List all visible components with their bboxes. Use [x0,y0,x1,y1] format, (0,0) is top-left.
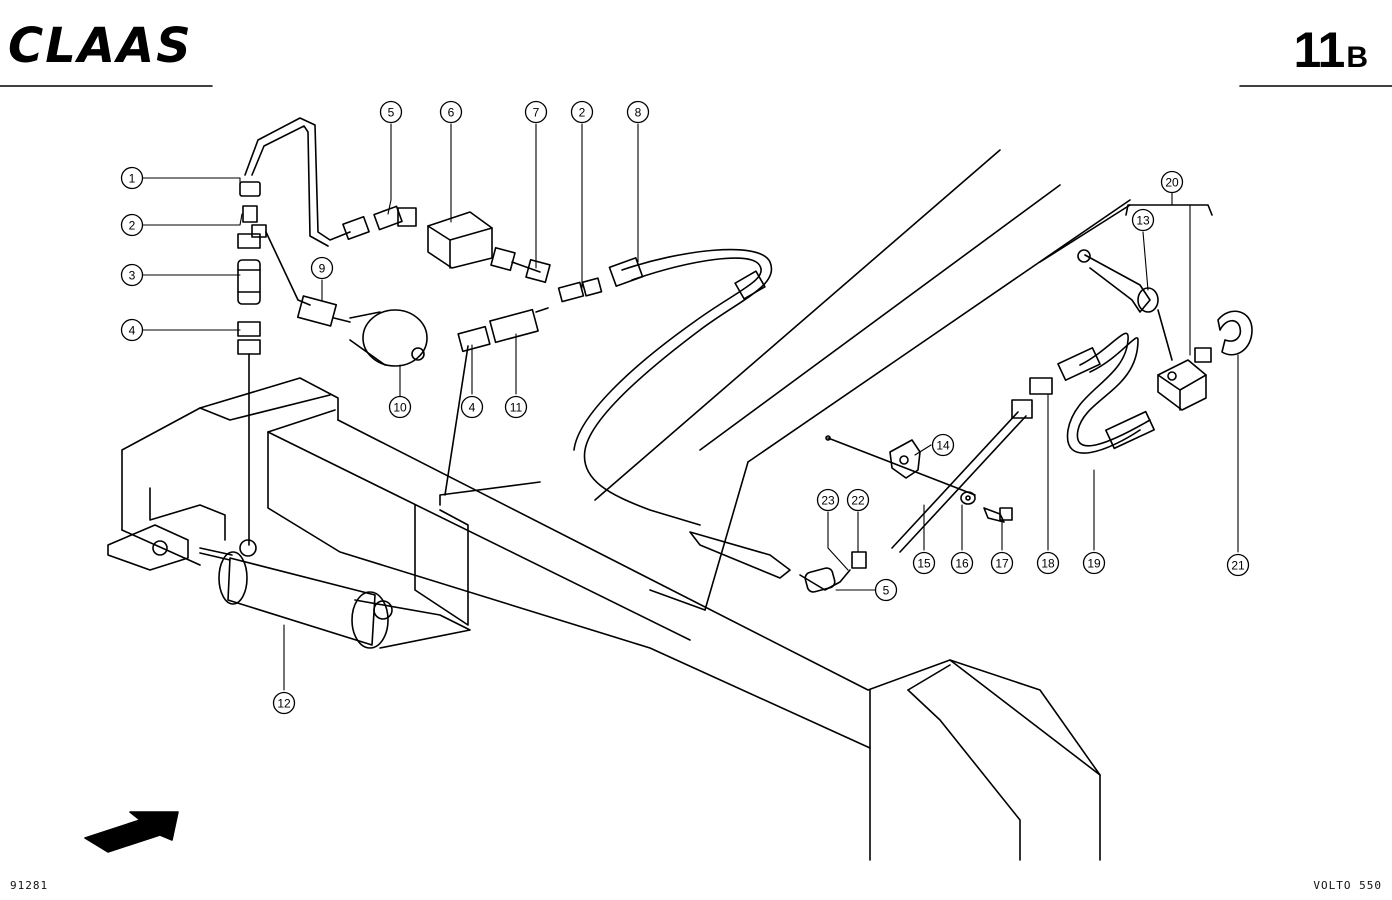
callout-label: 7 [533,106,540,120]
callout-13: 13 [1131,208,1155,232]
hydraulic-cylinder-12 [107,487,471,649]
callout-label: 14 [936,439,950,453]
callout-20: 20 [1160,170,1184,194]
pipe-assembly-left [237,117,351,546]
callout-14: 14 [931,433,955,457]
callout-label: 1 [129,172,136,186]
callout-1: 1 [120,166,144,190]
callout-label: 16 [955,557,969,571]
callout-label: 4 [469,401,476,415]
callout-label: 18 [1041,557,1055,571]
callout-label: 4 [129,324,136,338]
callout-23: 23 [816,488,840,512]
callout-label: 8 [635,106,642,120]
fitting-1 [239,181,261,197]
callout-17: 17 [990,551,1014,575]
guide-lines [439,149,1131,611]
callout-label: 15 [917,557,931,571]
callout-label: 5 [388,106,395,120]
callout-11: 11 [504,395,528,419]
callout-4: 4 [460,395,484,419]
callout-9: 9 [310,256,334,280]
callout-label: 3 [129,269,136,283]
page-number-suffix: B [1346,41,1368,74]
callout-3: 3 [120,263,144,287]
callout-18: 18 [1036,551,1060,575]
callout-label: 23 [821,494,835,508]
callout-10: 10 [388,395,412,419]
callout-16: 16 [950,551,974,575]
callout-label: 17 [995,557,1009,571]
callout-label: 12 [277,697,291,711]
accumulator-10 [296,295,549,496]
hose-8 [573,248,773,526]
callout-label: 2 [129,219,136,233]
valve-block-6 [342,205,603,303]
leader-lines [142,123,1239,691]
callout-5: 5 [874,578,898,602]
callout-label: 2 [579,106,586,120]
model-name: VOLTO 550 [1313,879,1382,892]
callout-19: 19 [1082,551,1106,575]
page-number: 11B [1293,24,1368,76]
callout-8: 8 [626,100,650,124]
callout-label: 10 [393,401,407,415]
rod-15 [689,399,1033,593]
brand-logo: CLAAS [8,22,234,70]
callout-22: 22 [846,488,870,512]
callout-2: 2 [120,213,144,237]
callout-label: 21 [1231,559,1245,573]
callout-7: 7 [524,100,548,124]
page-number-main: 11 [1293,22,1345,78]
callout-label: 5 [883,584,890,598]
callout-5: 5 [379,100,403,124]
valve-20 [1077,204,1253,411]
callout-label: 9 [319,262,326,276]
direction-arrow-icon [84,811,179,853]
callout-15: 15 [912,551,936,575]
callout-label: 19 [1087,557,1101,571]
callout-6: 6 [439,100,463,124]
callout-12: 12 [272,691,296,715]
callout-label: 22 [851,494,865,508]
brand-logo-text: CLAAS [8,18,193,74]
callout-label: 20 [1165,176,1179,190]
callout-2: 2 [570,100,594,124]
frame-beam [121,377,1101,861]
hose-19 [1029,332,1155,454]
drawing-number: 91281 [10,879,49,892]
bracket-14 [889,439,1013,523]
callout-4: 4 [120,318,144,342]
callout-label: 11 [510,401,523,415]
callout-21: 21 [1226,553,1250,577]
callout-label: 6 [448,106,455,120]
callout-label: 13 [1136,214,1150,228]
